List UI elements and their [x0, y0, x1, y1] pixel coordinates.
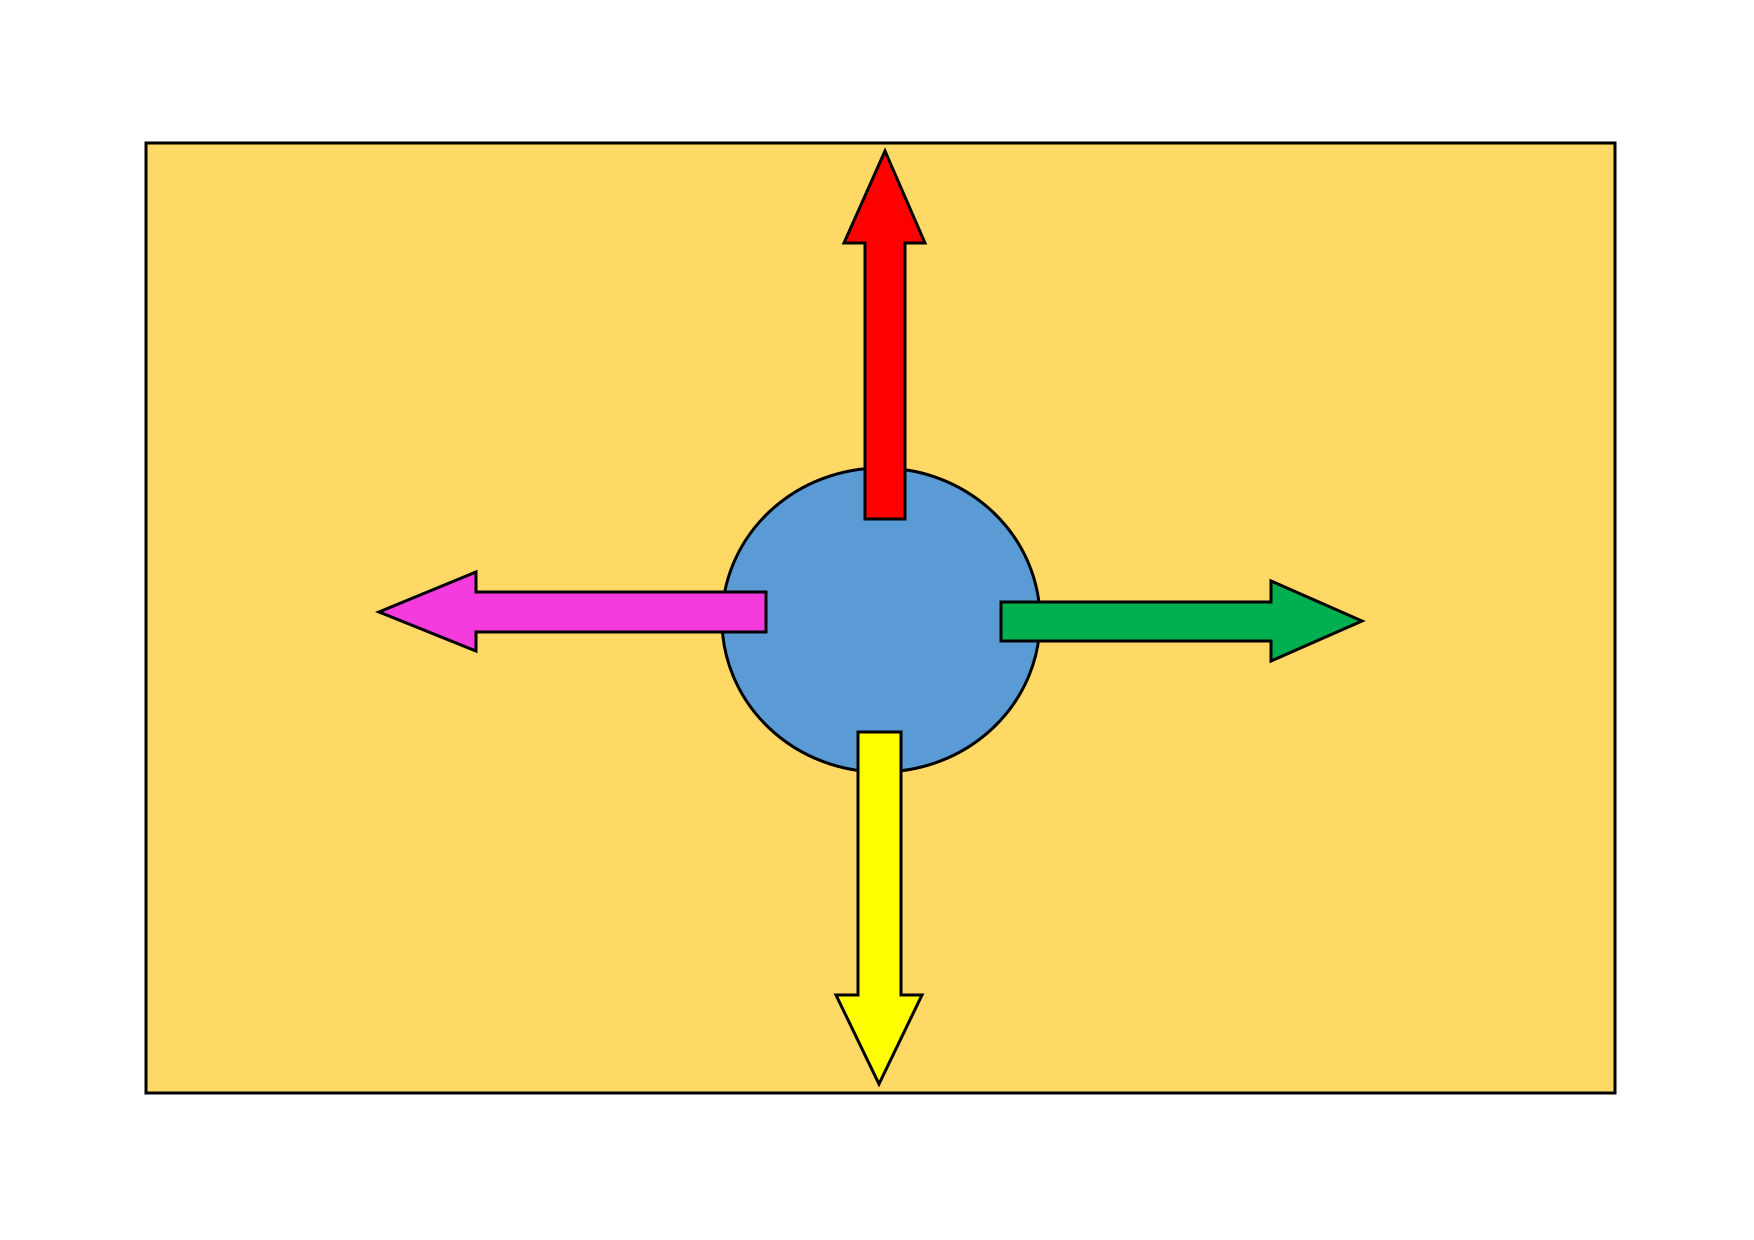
arrow-up — [841, 147, 928, 521]
arrow-right — [999, 578, 1366, 664]
arrow-down — [833, 730, 925, 1088]
arrow-left — [375, 569, 768, 654]
